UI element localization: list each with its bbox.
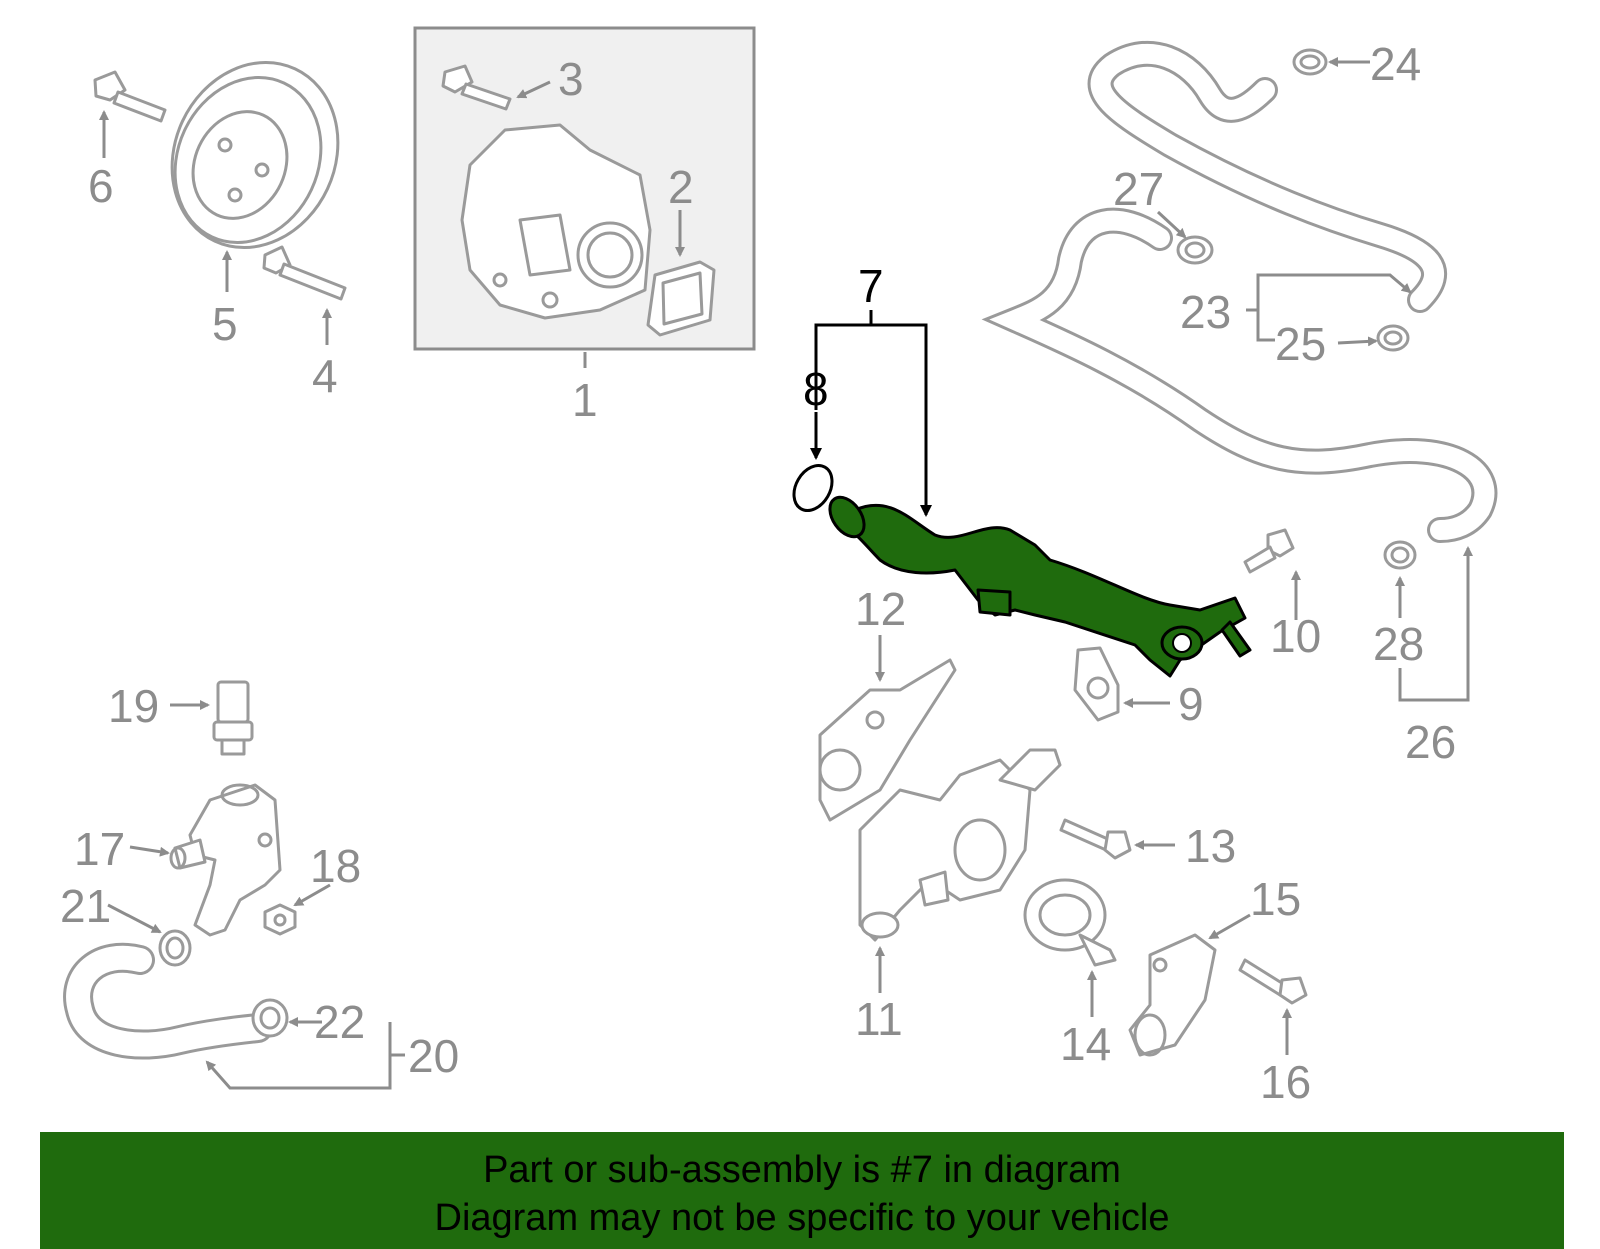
water-pump-part[interactable] [460, 123, 652, 320]
thermostat-14-part[interactable] [1023, 878, 1117, 967]
callout-12: 12 [855, 583, 906, 635]
water-pipe-17-part[interactable] [169, 783, 282, 937]
banner-line-2: Diagram may not be specific to your vehi… [434, 1197, 1170, 1239]
callout-8: 8 [803, 363, 829, 415]
pulley-bolt-4-part[interactable] [262, 245, 347, 301]
leader-27 [1156, 210, 1187, 239]
callout-13: 13 [1185, 820, 1236, 872]
leader-23-b [1256, 310, 1275, 342]
bolt-13-part[interactable] [1059, 818, 1132, 860]
sensor-19-part[interactable] [212, 680, 254, 756]
water-pump-gasket-part[interactable] [646, 260, 716, 337]
coolant-pipe-highlighted-part[interactable] [823, 491, 1252, 678]
gasket-12-part[interactable] [818, 658, 957, 822]
pulley-bolt-6-part[interactable] [93, 70, 167, 123]
hose-clamp-25-part[interactable] [1376, 324, 1410, 352]
callout-1: 1 [572, 374, 598, 426]
callout-5: 5 [212, 298, 238, 350]
callout-2: 2 [668, 161, 694, 213]
hose-clamp-24-part[interactable] [1292, 48, 1328, 76]
leader-18 [293, 883, 331, 907]
pulley-part[interactable] [142, 35, 367, 275]
hose-clamp-28-part[interactable] [1383, 540, 1417, 570]
callout-17: 17 [74, 823, 125, 875]
callout-22: 22 [314, 996, 365, 1048]
upper-radiator-hose-part[interactable] [1087, 40, 1448, 313]
hose-clamp-21-part[interactable] [158, 929, 192, 967]
hose-clamp-27-part[interactable] [1176, 235, 1214, 265]
callout-24: 24 [1370, 38, 1421, 90]
leader-21 [107, 903, 162, 934]
callout-4: 4 [312, 350, 338, 402]
leader-25 [1337, 336, 1378, 347]
leader-3 [516, 80, 551, 99]
hose-clamp-22-part[interactable] [251, 998, 289, 1038]
lower-radiator-hose-part[interactable] [981, 207, 1498, 543]
callout-14: 14 [1060, 1018, 1111, 1070]
callout-7: 7 [858, 260, 884, 312]
callout-25: 25 [1275, 318, 1326, 370]
callout-11: 11 [855, 993, 903, 1045]
gasket-9-part[interactable] [1073, 646, 1120, 722]
callout-16: 16 [1260, 1056, 1311, 1108]
banner-line-1: Part or sub-assembly is #7 in diagram [483, 1149, 1121, 1191]
callout-15: 15 [1250, 873, 1301, 925]
callout-27: 27 [1113, 163, 1164, 215]
callout-18: 18 [310, 840, 361, 892]
leader-15 [1208, 913, 1251, 940]
callout-6: 6 [88, 160, 114, 212]
callout-23: 23 [1180, 286, 1231, 338]
water-outlet-15-part[interactable] [1128, 933, 1217, 1057]
hose-20-part[interactable] [63, 942, 273, 1060]
bolt-10-part[interactable] [1243, 528, 1295, 574]
callout-21: 21 [60, 880, 111, 932]
leader-23 [1246, 273, 1412, 312]
callout-3: 3 [558, 53, 584, 105]
nut-18-part[interactable] [263, 903, 297, 936]
thermostat-housing-part[interactable] [858, 748, 1062, 942]
callout-20: 20 [408, 1030, 459, 1082]
callout-28: 28 [1373, 618, 1424, 670]
callout-26: 26 [1405, 716, 1456, 768]
callout-9: 9 [1178, 678, 1204, 730]
pump-bolt-3-part[interactable] [441, 64, 512, 111]
callout-19: 19 [108, 680, 159, 732]
info-banner: Part or sub-assembly is #7 in diagram Di… [40, 1132, 1564, 1249]
bolt-16-part[interactable] [1238, 958, 1308, 1005]
o-ring-part[interactable] [786, 459, 839, 518]
leader-26 [1398, 546, 1473, 702]
callout-10: 10 [1270, 610, 1321, 662]
leader-17 [129, 845, 170, 857]
